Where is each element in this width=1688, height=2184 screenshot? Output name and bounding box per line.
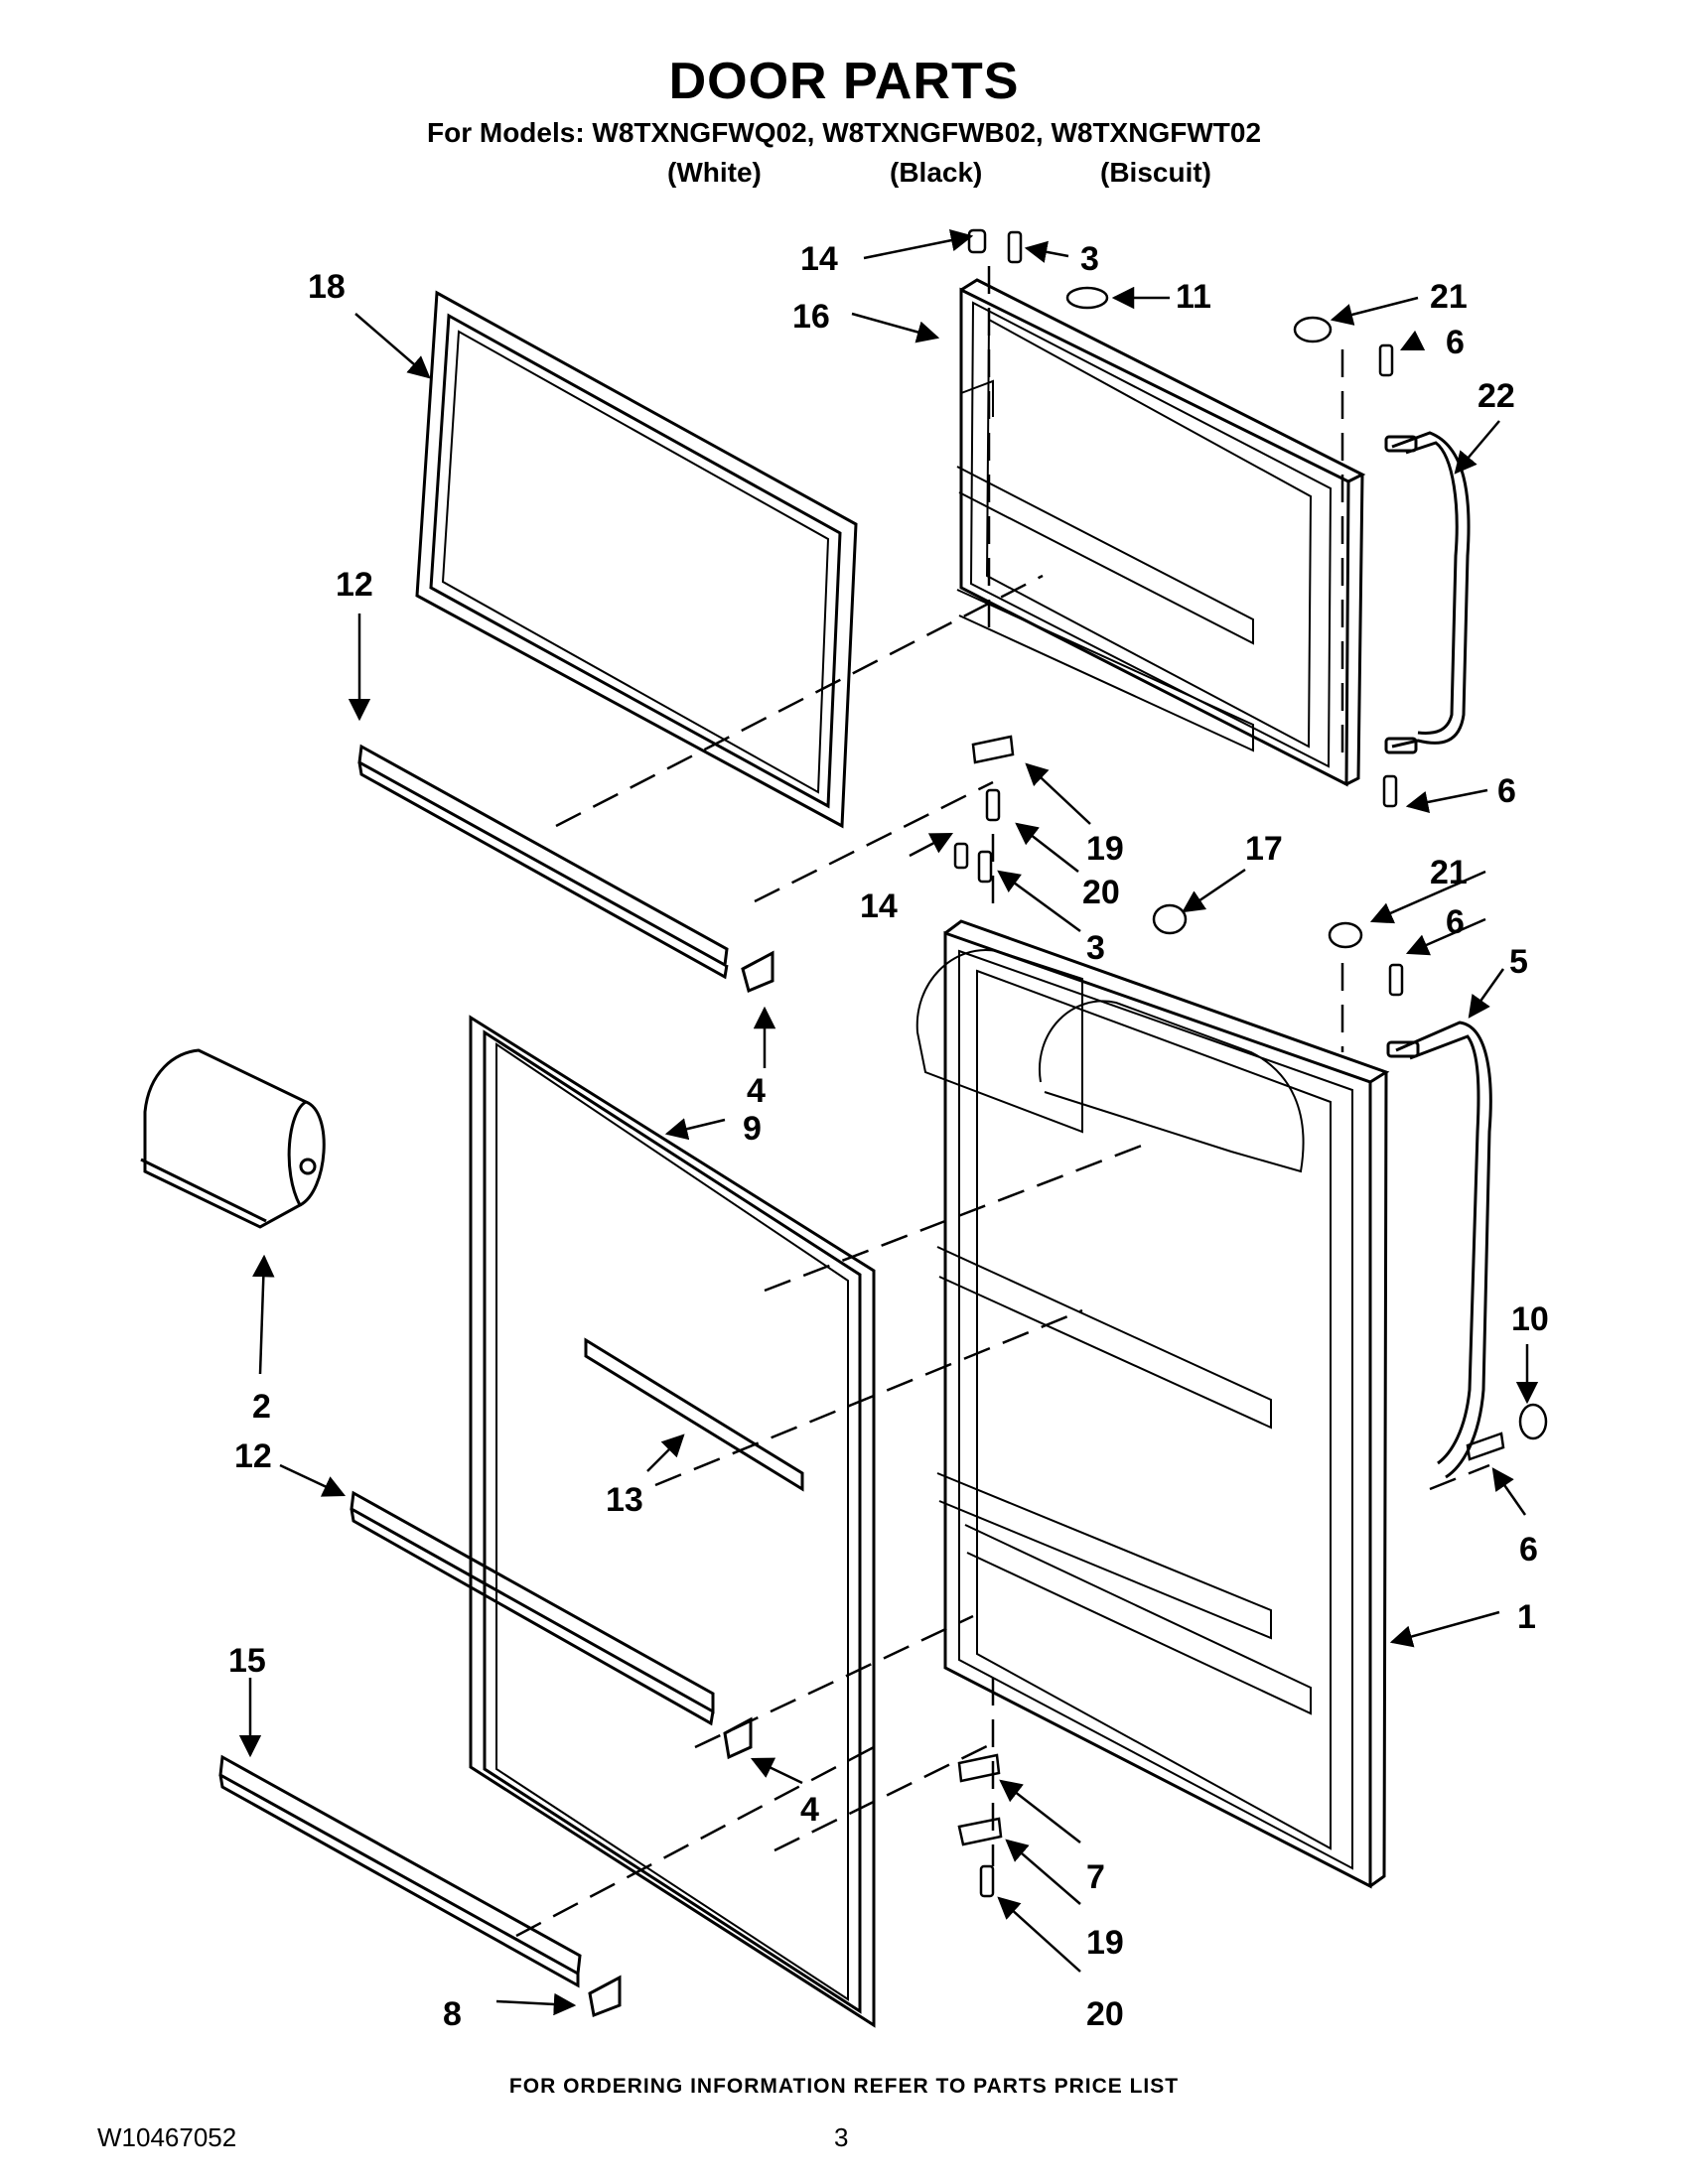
page-number: 3 (834, 2122, 849, 2152)
freezer-handle (1384, 431, 1471, 754)
door-bin (140, 1048, 326, 1229)
fresh-food-door (915, 919, 1390, 1889)
door-trim-middle (350, 1490, 715, 1726)
callout-number: 21 (1430, 854, 1468, 891)
callout-number: 15 (228, 1642, 266, 1680)
callout-number: 16 (792, 298, 830, 336)
callout-number: 3 (1080, 240, 1099, 278)
callout-number: 22 (1477, 377, 1515, 415)
door-trim-lower (218, 1754, 582, 1988)
page-title: DOOR PARTS (668, 53, 1020, 110)
assembly-lines (515, 266, 1490, 1938)
ordering-note: FOR ORDERING INFORMATION REFER TO PARTS … (508, 2075, 1180, 2098)
callout-number: 6 (1497, 772, 1516, 810)
door-trim-center (584, 1337, 804, 1492)
fresh-food-door-gasket (469, 1015, 876, 2028)
callout-number: 8 (443, 1995, 462, 2033)
callout-number: 20 (1086, 1995, 1124, 2033)
model-list: For Models: W8TXNGFWQ02, W8TXNGFWB02, W8… (426, 117, 1262, 148)
door-trim-upper (357, 744, 729, 980)
callout-number: 17 (1245, 830, 1283, 868)
callout-number: 9 (743, 1110, 762, 1148)
callout-number: 6 (1519, 1531, 1538, 1569)
callout-number: 20 (1082, 874, 1120, 911)
freezer-door-gasket (415, 290, 858, 829)
callout-number: 5 (1509, 943, 1528, 981)
callout-number: 11 (1176, 278, 1211, 316)
callout-number: 21 (1430, 278, 1468, 316)
callout-number: 10 (1511, 1300, 1549, 1338)
callout-number: 4 (747, 1072, 766, 1110)
callout-number: 6 (1446, 324, 1465, 361)
document-number: W10467052 (97, 2122, 237, 2152)
color-white-label: (White) (667, 157, 762, 188)
callout-number: 12 (234, 1437, 272, 1475)
callout-number: 12 (336, 566, 373, 604)
color-black-label: (Black) (890, 157, 983, 188)
callout-number: 1 (1517, 1598, 1536, 1636)
freezer-door (956, 278, 1366, 787)
callout-number: 13 (606, 1481, 643, 1519)
callout-number: 4 (800, 1791, 819, 1829)
color-biscuit-label: (Biscuit) (1100, 157, 1211, 188)
callout-number: 2 (252, 1388, 271, 1426)
callout-number: 19 (1086, 1924, 1124, 1962)
callout-number: 18 (308, 268, 346, 306)
callout-number: 14 (800, 240, 838, 278)
fresh-food-handle (1386, 1021, 1492, 1479)
callout-number: 6 (1446, 903, 1465, 941)
callout-arrows (238, 229, 1539, 2016)
callout-number: 3 (1086, 929, 1105, 967)
callout-number: 7 (1086, 1858, 1105, 1896)
callout-number: 19 (1086, 830, 1124, 868)
callout-number: 14 (860, 887, 898, 925)
hardware-parts (953, 228, 1548, 1898)
